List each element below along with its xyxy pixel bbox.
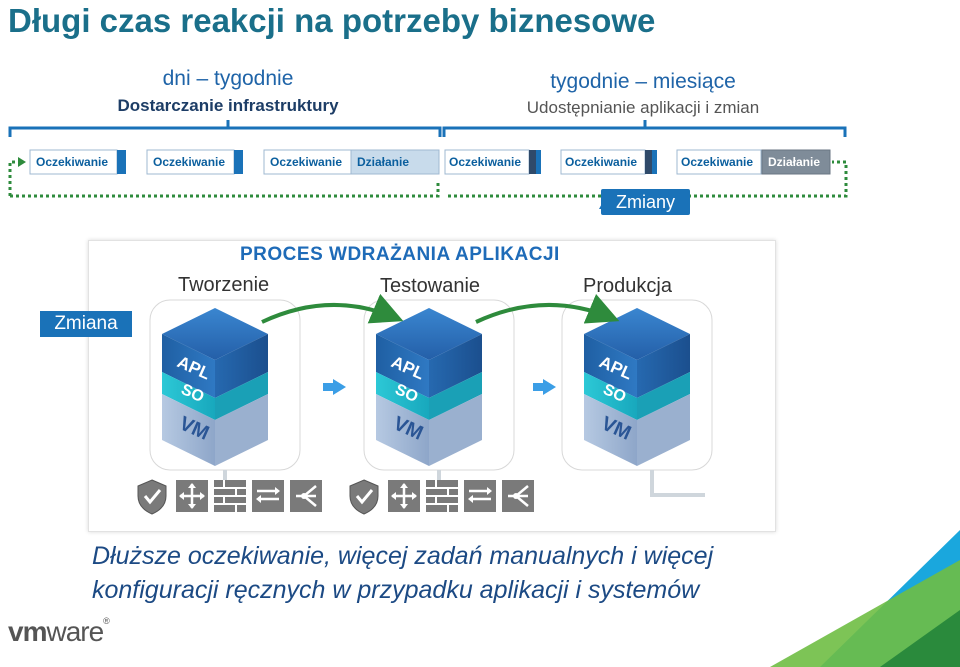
change-label: Zmiana — [40, 311, 132, 337]
firewall-icon — [426, 480, 458, 512]
firewall-icon — [214, 480, 246, 512]
corner-decoration — [770, 530, 960, 667]
stage-label-test: Testowanie — [380, 275, 481, 297]
switch-icon — [464, 480, 496, 512]
vmware-logo: vmware® — [8, 616, 110, 647]
footer-line-2: konfiguracji ręcznych w przypadku aplika… — [92, 576, 700, 604]
timeline-wait-4: Oczekiwanie — [449, 155, 522, 169]
server-stack-prod: APL SO VM — [584, 308, 690, 466]
changes-label: Zmiany — [601, 189, 690, 215]
timeline-action-2: Działanie — [768, 155, 821, 169]
header-right-duration: tygodnie – miesiące — [550, 70, 736, 93]
header-bracket-right — [442, 120, 847, 137]
timeline-wait-2: Oczekiwanie — [153, 155, 226, 169]
timeline-bar — [29, 149, 831, 175]
header-left-subtitle: Dostarczanie infrastruktury — [117, 96, 339, 115]
header-left-duration: dni – tygodnie — [162, 67, 294, 90]
load-balancer-icon — [502, 480, 534, 512]
process-title: PROCES WDRAŻANIA APLIKACJI — [240, 244, 560, 265]
page-title: Długi czas reakcji na potrzeby biznesowe — [8, 2, 656, 39]
stage-label-dev: Tworzenie — [178, 274, 270, 296]
header-right-subtitle: Udostępnianie aplikacji i zmian — [526, 98, 760, 117]
flow-arrow-dev-to-test — [261, 293, 404, 324]
timeline-wait-1: Oczekiwanie — [36, 155, 109, 169]
shield-icon — [349, 479, 379, 515]
small-arrow-1 — [323, 379, 346, 395]
timeline-action-1: Działanie — [357, 155, 410, 169]
flow-arrow-test-to-prod — [475, 293, 620, 324]
stage-label-prod: Produkcja — [583, 275, 672, 297]
footer-line-1: Dłuższe oczekiwanie, więcej zadań manual… — [92, 542, 714, 570]
load-balancer-icon — [290, 480, 322, 512]
header-bracket-left — [8, 120, 442, 137]
shield-icon — [137, 479, 167, 515]
router-icon — [176, 480, 208, 512]
timeline-wait-6: Oczekiwanie — [681, 155, 754, 169]
switch-icon — [252, 480, 284, 512]
timeline-wait-5: Oczekiwanie — [565, 155, 638, 169]
router-icon — [388, 480, 420, 512]
timeline-wait-3: Oczekiwanie — [270, 155, 343, 169]
small-arrow-2 — [533, 379, 556, 395]
server-stack-test: APL SO VM — [376, 308, 482, 466]
server-stack-dev: APL SO VM — [162, 308, 268, 466]
